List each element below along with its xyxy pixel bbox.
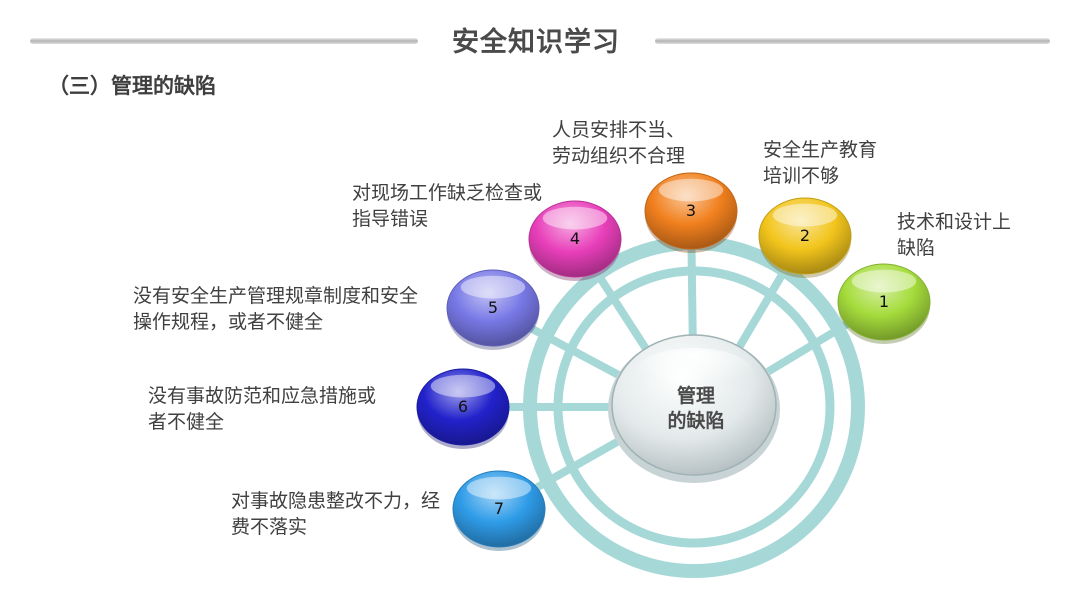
bubble-number-5: 5 <box>487 298 499 317</box>
bubble-highlight <box>466 476 532 500</box>
bubble-3 <box>644 172 738 253</box>
bubble-number-7: 7 <box>493 499 505 518</box>
bubble-body <box>446 269 540 347</box>
item-label-4: 对现场工作缺乏检查或指导错误 <box>352 180 542 232</box>
page-title: 安全知识学习 <box>452 27 620 58</box>
bubble-number-1: 1 <box>878 292 890 311</box>
bubble-body <box>837 263 931 341</box>
bubble-highlight <box>851 269 917 293</box>
section-title: （三）管理的缺陷 <box>48 74 216 98</box>
item-label-line: 技术和设计上 <box>897 211 1012 233</box>
hub-highlight <box>636 348 752 396</box>
inner-ring <box>553 266 835 548</box>
bubble-highlight <box>658 178 724 202</box>
bubble-number-6: 6 <box>457 397 469 416</box>
bubble-4 <box>528 200 622 281</box>
bubble-number-4: 4 <box>569 229 581 248</box>
center-label: 管理 的缺陷 <box>636 384 756 434</box>
bubble-5 <box>446 269 540 350</box>
bubble-number-3: 3 <box>685 201 697 220</box>
bubble-body <box>644 172 738 250</box>
item-label-3: 人员安排不当、劳动组织不合理 <box>552 117 685 169</box>
bubble-body <box>758 197 852 275</box>
item-label-line: 者不健全 <box>148 411 225 433</box>
item-label-5: 没有安全生产管理规章制度和安全操作规程，或者不健全 <box>133 283 418 335</box>
item-label-line: 费不落实 <box>231 516 308 538</box>
item-label-6: 没有事故防范和应急措施或者不健全 <box>148 383 376 435</box>
center-label-line1: 管理 <box>676 385 715 407</box>
item-label-2: 安全生产教育培训不够 <box>763 137 877 189</box>
item-label-line: 没有安全生产管理规章制度和安全 <box>133 285 419 307</box>
bubble-highlight <box>542 206 608 230</box>
item-label-line: 操作规程，或者不健全 <box>133 311 324 333</box>
bubble-highlight <box>460 275 526 299</box>
item-label-line: 对事故隐患整改不力，经 <box>231 490 441 512</box>
center-label-line2: 的缺陷 <box>667 410 725 432</box>
item-label-line: 培训不够 <box>763 165 840 187</box>
bubble-7 <box>452 470 546 551</box>
item-label-line: 缺陷 <box>897 237 936 259</box>
bubble-6 <box>416 368 510 449</box>
item-label-line: 指导错误 <box>352 208 429 230</box>
bubble-highlight <box>430 374 496 398</box>
item-label-line: 劳动组织不合理 <box>552 145 686 167</box>
header-divider-left <box>30 38 418 44</box>
item-label-line: 安全生产教育 <box>763 139 878 161</box>
bubble-1 <box>837 263 931 344</box>
bubble-body <box>452 470 546 548</box>
header-divider-right <box>655 38 1050 44</box>
item-label-7: 对事故隐患整改不力，经费不落实 <box>231 488 440 540</box>
item-label-1: 技术和设计上缺陷 <box>897 209 1011 261</box>
bubble-body <box>528 200 622 278</box>
bubble-2 <box>758 197 852 278</box>
bubble-body <box>416 368 510 446</box>
bubble-highlight <box>772 203 838 227</box>
item-label-line: 没有事故防范和应急措施或 <box>148 385 377 407</box>
item-label-line: 对现场工作缺乏检查或 <box>352 182 543 204</box>
item-label-line: 人员安排不当、 <box>552 119 686 141</box>
bubble-number-2: 2 <box>799 226 811 245</box>
